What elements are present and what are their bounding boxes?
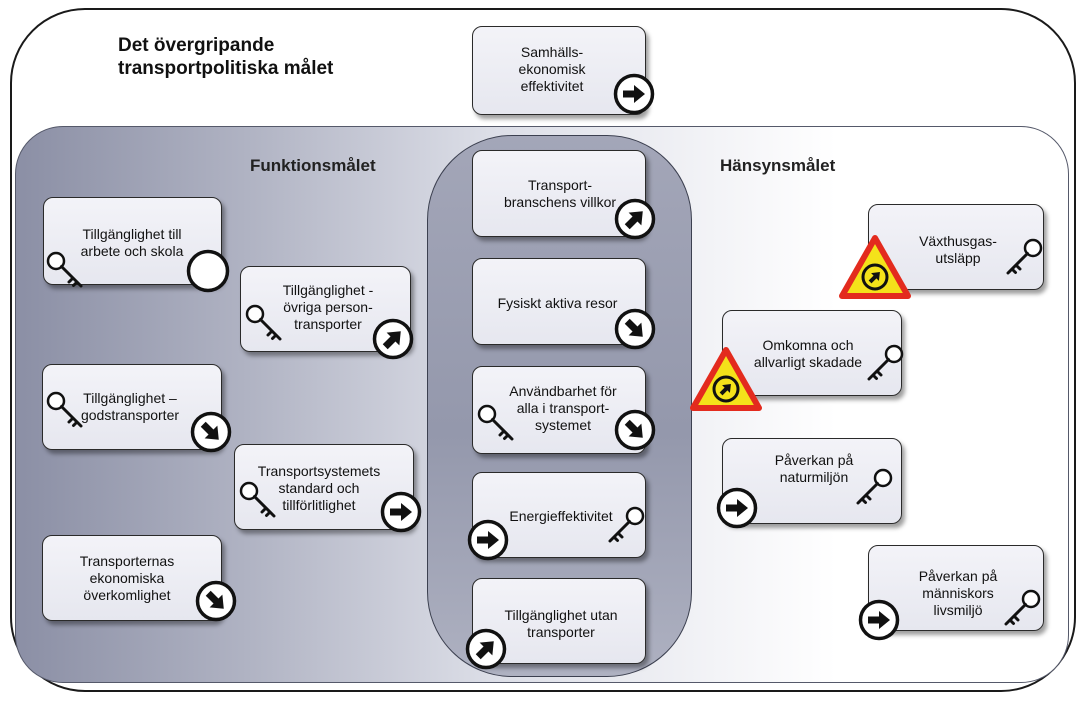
label-line: människors xyxy=(922,585,994,601)
label-line: arbete och skola xyxy=(80,243,184,259)
arrow-down-right-icon xyxy=(195,580,237,622)
goal-label-fysiskt: Fysiskt aktiva resor xyxy=(475,295,640,312)
label-line: ekonomiska xyxy=(89,570,165,586)
key-icon xyxy=(604,505,646,551)
label-line: naturmiljön xyxy=(779,469,849,485)
goal-label-anvandbarhet: Användbarhet för alla i transport- syste… xyxy=(496,383,630,434)
overall-goal-title-line-1: Det övergripande xyxy=(118,35,275,56)
label-line: Växthusgas- xyxy=(919,233,997,249)
goal-label-ekonomiska: Transporternas ekonomiska överkomlighet xyxy=(52,553,202,604)
label-line: Tillgänglighet till xyxy=(82,226,182,242)
goal-label-manniskors: Påverkan på människors livsmiljö xyxy=(893,568,1023,619)
label-line: godstransporter xyxy=(80,407,180,423)
label-line: standard och xyxy=(278,480,360,496)
label-line: övriga person- xyxy=(283,299,373,315)
key-icon xyxy=(863,343,905,389)
goal-label-arbete-skola: Tillgänglighet till arbete och skola xyxy=(52,226,212,260)
goal-label-vaxthusgas: Växthusgas- utsläpp xyxy=(903,233,1013,267)
goal-label-energi: Energieffektivitet xyxy=(482,508,640,525)
label-line: transporter xyxy=(527,624,595,640)
key-icon xyxy=(45,250,87,296)
key-icon xyxy=(852,467,894,513)
label-line: Transportsystemets xyxy=(257,463,381,479)
arrow-right-icon xyxy=(716,487,758,529)
warning-triangle-icon xyxy=(838,234,912,300)
label-line: Energieffektivitet xyxy=(509,508,613,524)
goal-label-transportsystemets: Transportsystemets standard och tillförl… xyxy=(244,463,394,514)
goal-box-omkomna xyxy=(722,310,902,396)
goal-label-omkomna: Omkomna och allvarligt skadade xyxy=(733,337,883,371)
label-line: systemet xyxy=(534,417,591,433)
label-line: överkomlighet xyxy=(83,587,171,603)
key-icon xyxy=(244,303,286,349)
label-line: alla i transport- xyxy=(516,400,610,416)
label-line: Tillgänglighet - xyxy=(282,282,374,298)
arrow-right-icon xyxy=(467,519,509,561)
label-line: branschens villkor xyxy=(503,194,617,210)
key-icon xyxy=(238,480,280,526)
key-icon xyxy=(45,390,87,436)
overall-goal-title: Det övergripande transportpolitiska måle… xyxy=(118,34,333,80)
overall-goal-title-line-2: transportpolitiska målet xyxy=(118,58,334,79)
label-line: Påverkan på xyxy=(774,452,854,468)
warning-triangle-icon xyxy=(689,346,763,412)
goal-box-anvandbarhet xyxy=(472,366,646,454)
arrow-right-icon xyxy=(380,491,422,533)
arrow-up-right-icon xyxy=(465,628,507,670)
label-line: allvarligt skadade xyxy=(753,354,863,370)
goal-label-samhallsekonomisk: Samhälls- ekonomisk effektivitet xyxy=(487,44,617,95)
empty-circle-icon xyxy=(186,249,230,293)
goal-label-godstransporter: Tillgänglighet – godstransporter xyxy=(50,390,210,424)
label-line: utsläpp xyxy=(935,250,981,266)
label-line: Omkomna och xyxy=(762,337,854,353)
label-line: Samhälls- xyxy=(520,44,584,60)
key-icon xyxy=(1002,237,1044,283)
goal-label-utan-transporter: Tillgänglighet utan transporter xyxy=(482,607,640,641)
consideration-goal-title: Hänsynsmålet xyxy=(720,156,836,175)
arrow-up-right-icon xyxy=(372,318,414,360)
label-line: ekonomisk xyxy=(518,61,586,77)
label-line: Tillgänglighet – xyxy=(83,390,177,406)
label-line: Transporternas xyxy=(79,553,175,569)
goal-label-branschens: Transport- branschens villkor xyxy=(480,177,640,211)
arrow-down-right-icon xyxy=(614,308,656,350)
arrow-down-right-icon xyxy=(190,411,232,453)
label-line: Användbarhet för xyxy=(509,383,617,399)
key-icon xyxy=(1000,588,1042,634)
label-line: effektivitet xyxy=(520,78,584,94)
arrow-right-icon xyxy=(858,599,900,641)
goal-label-ovriga-person: Tillgänglighet - övriga person- transpor… xyxy=(262,282,394,333)
label-line: Tillgänglighet utan xyxy=(504,607,618,623)
arrow-up-right-icon xyxy=(614,198,656,240)
key-icon xyxy=(476,403,518,449)
functional-goal-title: Funktionsmålet xyxy=(250,156,376,175)
label-line: transporter xyxy=(294,316,362,332)
goal-label-naturmiljon: Påverkan på naturmiljön xyxy=(749,452,879,486)
arrow-right-icon xyxy=(613,73,655,115)
label-line: Fysiskt aktiva resor xyxy=(497,295,618,311)
arrow-down-right-icon xyxy=(614,409,656,451)
label-line: Transport- xyxy=(527,177,593,193)
goal-box-ekonomiska xyxy=(42,535,222,621)
label-line: livsmiljö xyxy=(933,602,983,618)
label-line: Påverkan på xyxy=(918,568,998,584)
label-line: tillförlitlighet xyxy=(282,497,356,513)
